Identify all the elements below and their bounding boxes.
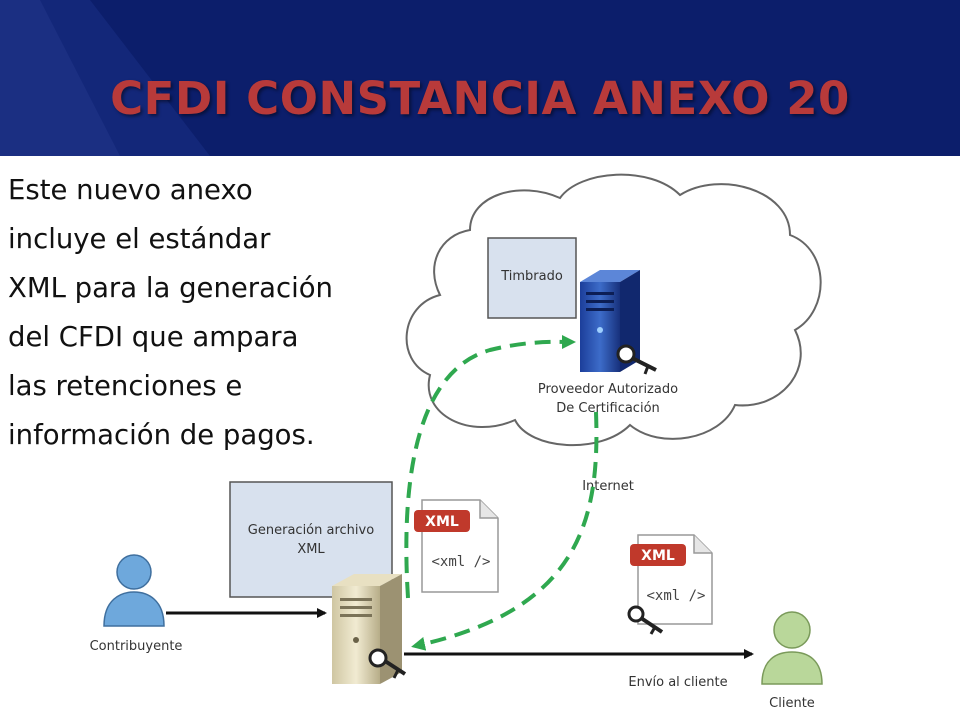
- body-line: Este nuevo anexo: [8, 174, 253, 206]
- pac-key-icon: [616, 344, 657, 375]
- pac-label-line1: Proveedor Autorizado: [538, 382, 678, 397]
- body-line: del CFDI que ampara: [8, 321, 299, 353]
- contribuyente-person-icon: [103, 554, 165, 627]
- internet-label: Internet: [582, 479, 634, 494]
- server-key-icon: [368, 648, 407, 679]
- slide-title: CFDI CONSTANCIA ANEXO 20: [110, 72, 850, 125]
- local-server-icon: [332, 574, 402, 684]
- xml-tag-label: <xml />: [646, 588, 705, 604]
- timbrado-label: Timbrado: [500, 269, 563, 284]
- header-decoration: [0, 0, 210, 156]
- slide-body-text: Este nuevo anexo incluye el estándar XML…: [8, 166, 408, 460]
- body-line: información de pagos.: [8, 419, 315, 451]
- timbrado-box: [487, 237, 577, 319]
- cliente-person-icon: [761, 611, 823, 685]
- xml-file-icon: XML <xml />: [414, 499, 499, 593]
- xml-file-icon: XML <xml />: [630, 534, 713, 625]
- cliente-label: Cliente: [769, 696, 815, 711]
- cfdi-flow-diagram: Timbrado Proveedor Autorizado De Certifi…: [90, 173, 823, 711]
- body-line: incluye el estándar: [8, 223, 271, 255]
- xml-tag-label: <xml />: [431, 554, 490, 570]
- client-key-icon: [627, 605, 664, 635]
- xml-badge-label: XML: [425, 514, 459, 530]
- envio-label: Envío al cliente: [628, 675, 727, 690]
- body-line: XML para la generación: [8, 272, 333, 304]
- generacion-label-line1: Generación archivo: [248, 523, 374, 538]
- xml-badge-label: XML: [641, 548, 675, 564]
- body-line: las retenciones e: [8, 370, 243, 402]
- slide-header: CFDI CONSTANCIA ANEXO 20: [0, 0, 960, 156]
- pac-label-line2: De Certificación: [556, 401, 660, 416]
- dashed-arrow-to-pac: [404, 334, 576, 599]
- generacion-label-line2: XML: [297, 542, 325, 557]
- contribuyente-label: Contribuyente: [90, 639, 183, 654]
